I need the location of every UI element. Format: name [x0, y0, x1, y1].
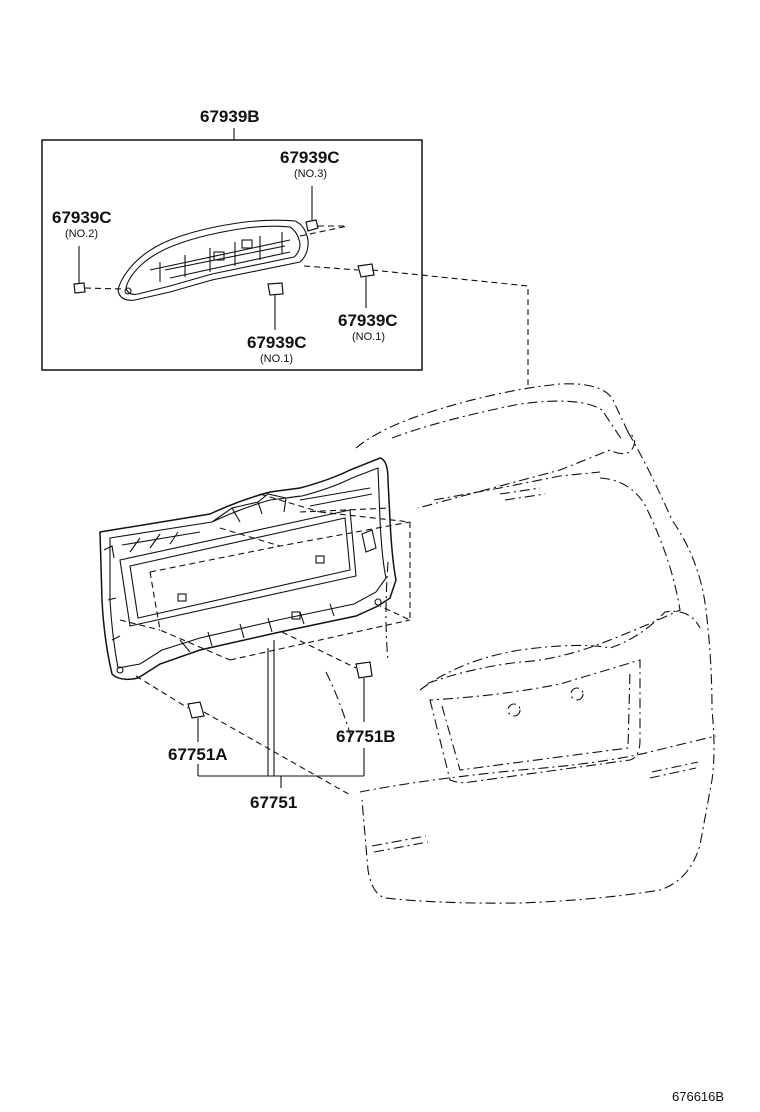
clip-no2-icon [73, 246, 123, 294]
clip-67751a-icon [135, 675, 353, 797]
figure-number: 676616B [672, 1089, 724, 1104]
clip-no1-right-icon [303, 263, 375, 308]
leader-inset-to-door [371, 269, 529, 386]
label-67939c-no3-note: (NO.3) [294, 168, 327, 180]
trim-projection-lines [119, 493, 411, 661]
label-67939c-no1-right: 67939C [338, 311, 398, 330]
clip-no3-icon [299, 186, 349, 237]
label-67751: 67751 [250, 793, 297, 812]
back-door-outline [325, 383, 717, 904]
inset-box-67939b [41, 128, 423, 371]
label-67939c-no3: 67939C [280, 148, 340, 167]
label-67939c-no2-note: (NO.2) [65, 228, 98, 240]
label-67751b: 67751B [336, 727, 396, 746]
clip-no1-bottom-icon [267, 282, 284, 330]
label-67939b: 67939B [200, 107, 260, 126]
garnish-67939b-drawing [117, 219, 309, 301]
label-67751a: 67751A [168, 745, 228, 764]
label-67939c-no2: 67939C [52, 208, 112, 227]
bracket-67751 [197, 640, 365, 788]
clip-67751b-icon [281, 631, 373, 722]
label-67939c-no1-bottom-note: (NO.1) [260, 353, 293, 365]
trim-board-67751-drawing [99, 457, 397, 681]
label-67939c-no1-bottom: 67939C [247, 333, 307, 352]
label-67939c-no1-right-note: (NO.1) [352, 331, 385, 343]
